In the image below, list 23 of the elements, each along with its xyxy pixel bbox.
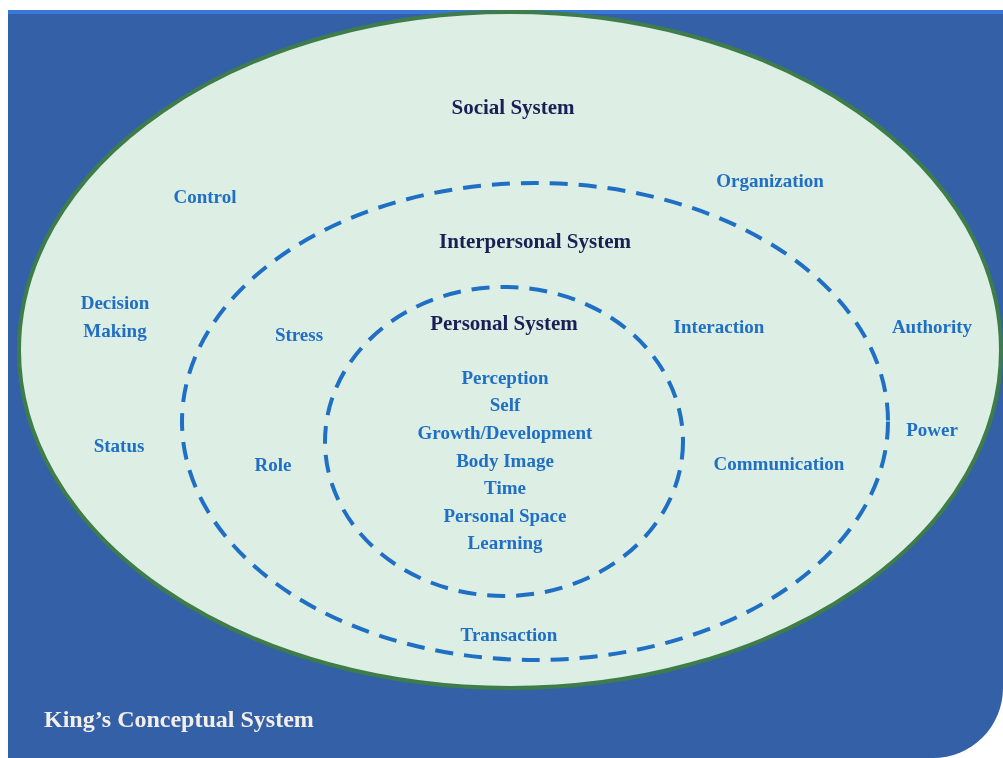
concept-label: Organization <box>716 170 824 192</box>
heading: Interpersonal System <box>439 230 631 252</box>
concept-label: Stress <box>274 324 324 346</box>
concept-label: Personal Space <box>443 505 567 527</box>
concept-label: Growth/Development <box>417 422 593 444</box>
concept-label: Learning <box>467 532 543 554</box>
concept-label: Status <box>93 435 145 457</box>
concept-label: Power <box>906 419 958 441</box>
concept-label: Transaction <box>460 624 558 646</box>
heading: Social System <box>451 96 575 118</box>
concept-label: Communication <box>713 453 845 475</box>
social-system-ellipse <box>17 10 1003 690</box>
concept-label: Perception <box>461 367 549 389</box>
concept-label: Self <box>489 394 521 416</box>
concept-label: Role <box>254 454 292 476</box>
concept-label: Decision Making <box>79 291 151 343</box>
concept-label: Time <box>484 477 526 499</box>
title: King’s Conceptual System <box>44 706 314 733</box>
concept-label: Body Image <box>456 450 554 472</box>
concept-label: Interaction <box>673 316 765 338</box>
concept-label: Authority <box>891 316 973 338</box>
heading: Personal System <box>430 312 578 334</box>
concept-label: Control <box>173 186 237 208</box>
